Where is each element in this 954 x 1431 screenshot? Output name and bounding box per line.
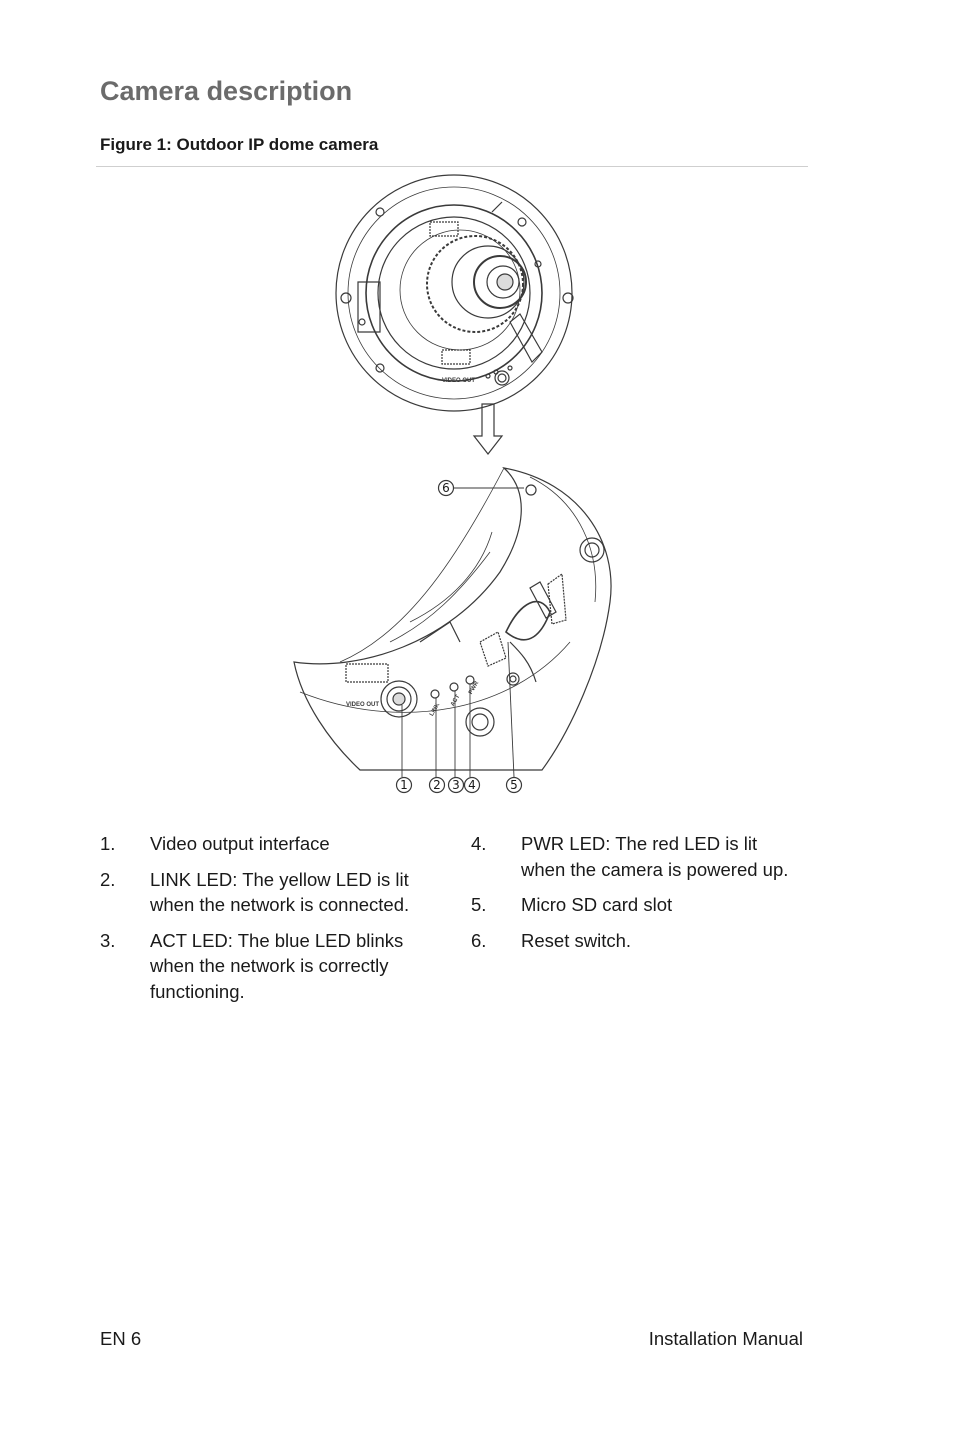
list-item: 6. Reset switch. [471, 928, 791, 954]
figure-caption: Figure 1: Outdoor IP dome camera [100, 135, 379, 154]
act-label: ACT [450, 694, 462, 708]
page-title: Camera description [100, 76, 353, 106]
item-text: PWR LED: The red LED is lit when the cam… [521, 833, 789, 880]
list-item: 4. PWR LED: The red LED is lit when the … [471, 831, 791, 882]
list-item: 3. ACT LED: The blue LED blinks when the… [100, 928, 440, 1005]
legend-list-left: 1. Video output interface 2. LINK LED: T… [100, 831, 440, 1014]
item-text: Reset switch. [521, 929, 632, 951]
down-arrow-icon [472, 403, 504, 455]
item-number: 3. [100, 929, 116, 951]
callout-leaders [401, 487, 524, 778]
caption-divider [96, 166, 808, 167]
callout-1: 1 [400, 778, 408, 792]
list-item: 1. Video output interface [100, 831, 440, 857]
camera-figure: VIDEO OUT [280, 172, 640, 812]
list-item: 5. Micro SD card slot [471, 892, 791, 918]
item-number: 6. [471, 929, 487, 951]
camera-detail-view: VIDEO OUT LINK ACT PWR [293, 467, 612, 771]
item-text: LINK LED: The yellow LED is lit when the… [150, 868, 410, 916]
item-number: 2. [100, 868, 116, 890]
callout-3: 3 [452, 778, 460, 792]
item-number: 1. [100, 833, 116, 854]
link-label: LINK [429, 702, 442, 718]
legend-list-right: 4. PWR LED: The red LED is lit when the … [471, 831, 791, 963]
item-number: 5. [471, 894, 487, 915]
list-item: 2. LINK LED: The yellow LED is lit when … [100, 867, 440, 918]
video-out-label: VIDEO OUT [346, 702, 379, 708]
top-video-out-label: VIDEO OUT [442, 378, 475, 384]
page-number: EN 6 [100, 1328, 142, 1349]
item-number: 4. [471, 833, 487, 854]
document-title: Installation Manual [648, 1328, 803, 1349]
item-text: ACT LED: The blue LED blinks when the ne… [150, 929, 404, 1002]
callout-2: 2 [433, 778, 441, 792]
callout-4: 4 [468, 778, 476, 792]
camera-top-view: VIDEO OUT [335, 174, 574, 412]
item-text: Micro SD card slot [521, 894, 673, 915]
callout-markers [395, 479, 523, 794]
camera-illustration: VIDEO OUT [293, 174, 612, 794]
callout-5: 5 [510, 778, 518, 792]
callout-6: 6 [442, 481, 450, 495]
item-text: Video output interface [150, 833, 330, 854]
